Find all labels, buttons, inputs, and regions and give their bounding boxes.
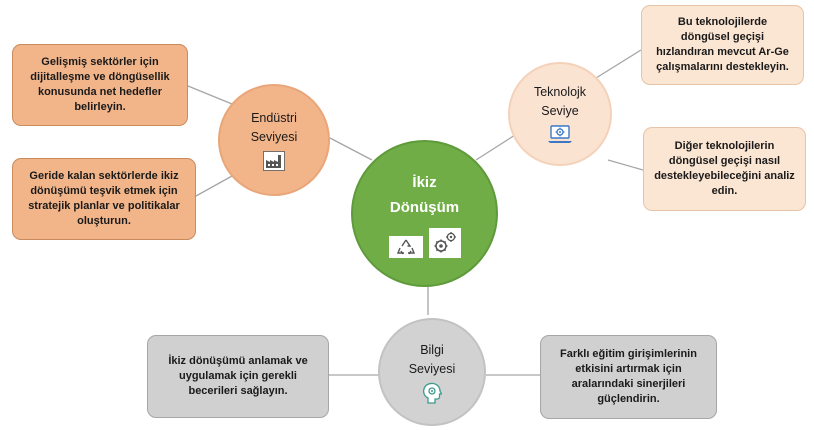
- industry-level-title-2: Seviyesi: [250, 130, 298, 144]
- connector-center-industry: [329, 137, 373, 161]
- head-gear-icon: [422, 382, 442, 404]
- industry-top-box: Gelişmiş sektörler için dijitalleşme ve …: [12, 44, 188, 126]
- knowledge-level-title-1: Bilgi: [420, 342, 444, 357]
- industry-bottom-text: Geride kalan sektörlerde ikiz dönüşümü t…: [28, 170, 180, 227]
- industry-level-circle: Endüstri Seviyesi: [218, 84, 330, 196]
- connector-industry-top: [187, 85, 233, 105]
- industry-bottom-box: Geride kalan sektörlerde ikiz dönüşümü t…: [12, 158, 196, 240]
- industry-top-text: Gelişmiş sektörler için dijitalleşme ve …: [30, 56, 170, 113]
- connector-tech-bottom: [607, 159, 644, 171]
- tech-bottom-text: Diğer teknolojilerin döngüsel geçişi nas…: [654, 140, 795, 197]
- tech-top-text: Bu teknolojilerde döngüsel geçişi hızlan…: [656, 16, 789, 73]
- factory-icon: [263, 151, 285, 171]
- twin-transformation-circle: İkiz Dönüşüm: [351, 140, 498, 287]
- industry-level-title-1: Endüstri: [251, 111, 297, 125]
- technology-level-circle: Teknolojk Seviye: [508, 62, 612, 166]
- technology-level-title-1: Teknolojk: [533, 84, 587, 99]
- recycle-icon: [388, 235, 423, 258]
- knowledge-left-box: İkiz dönüşümü anlamak ve uygulamak için …: [147, 335, 329, 418]
- tech-top-box: Bu teknolojilerde döngüsel geçişi hızlan…: [641, 5, 804, 85]
- twin-transformation-title-1: İkiz: [412, 173, 437, 191]
- knowledge-right-box: Farklı eğitim girişimlerinin etkisini ar…: [540, 335, 717, 419]
- knowledge-level-title-2: Seviyesi: [408, 361, 456, 376]
- twin-transformation-title-2: Dönüşüm: [389, 198, 460, 216]
- tech-bottom-box: Diğer teknolojilerin döngüsel geçişi nas…: [643, 127, 806, 211]
- knowledge-level-circle: Bilgi Seviyesi: [378, 318, 486, 426]
- knowledge-right-text: Farklı eğitim girişimlerinin etkisini ar…: [560, 348, 697, 405]
- connector-industry-bottom: [195, 175, 233, 197]
- knowledge-left-text: İkiz dönüşümü anlamak ve uygulamak için …: [168, 355, 308, 397]
- gears-icon: [428, 227, 461, 258]
- technology-level-title-2: Seviye: [541, 103, 579, 118]
- laptop-gear-icon: [546, 124, 574, 146]
- connector-tech-top: [595, 49, 642, 79]
